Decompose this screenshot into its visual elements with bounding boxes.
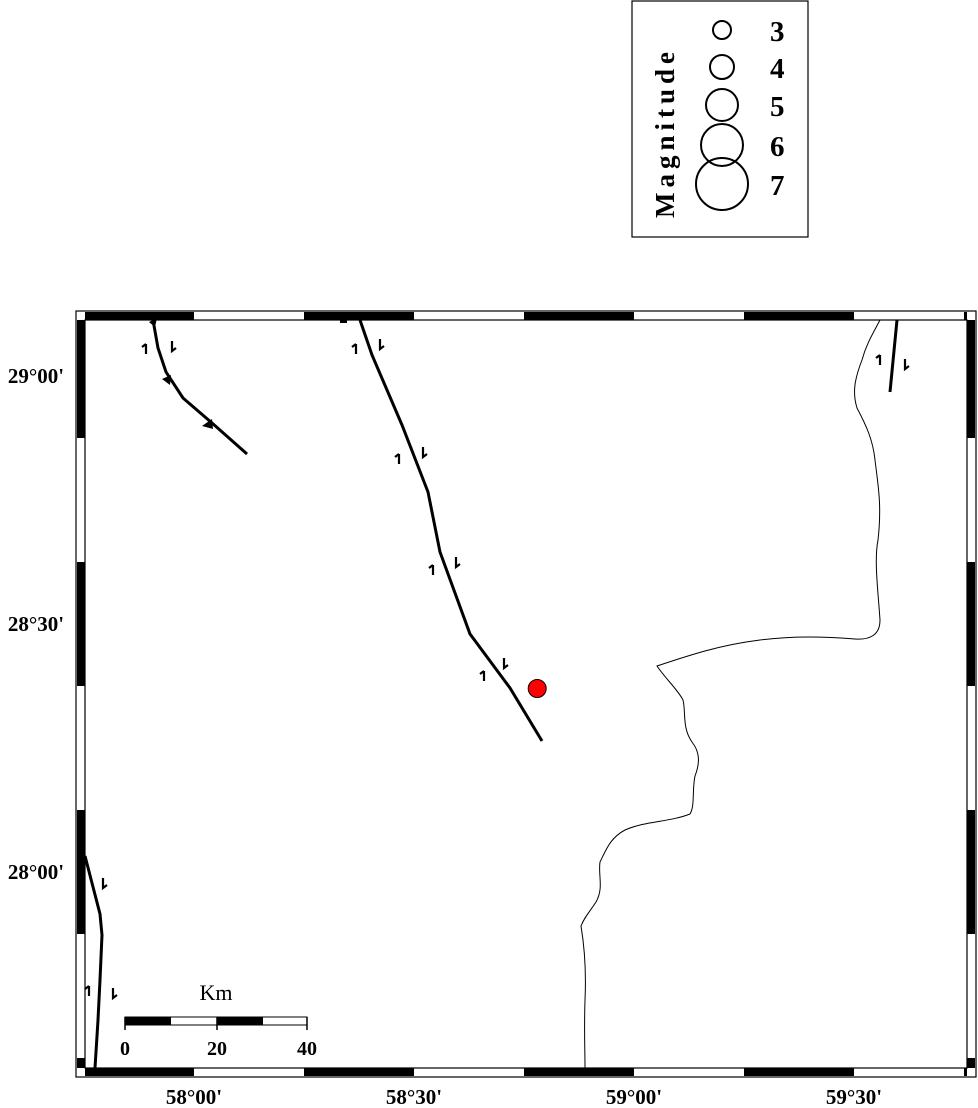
scale-label-20: 20 (207, 1038, 227, 1060)
slip-arrow-icon (101, 878, 108, 891)
frame-tick-band (964, 1068, 967, 1076)
thrust-triangle-icon (202, 419, 213, 429)
slip-arrow-icon (141, 343, 148, 354)
scale-label-40: 40 (297, 1038, 317, 1060)
slip-arrow-icon (479, 670, 486, 681)
map-frame (75, 310, 977, 1078)
fault-southwest (83, 855, 104, 1069)
slip-arrow-icon (351, 343, 358, 354)
legend-label-5: 5 (770, 91, 785, 123)
frame-tick-band (85, 1068, 194, 1076)
legend-circle-5 (705, 88, 739, 122)
slip-arrow-icon (502, 658, 509, 671)
slip-arrow-icon (170, 341, 177, 354)
legend-label-4: 4 (770, 53, 785, 85)
faults (83, 318, 910, 1069)
slip-arrow-icon (378, 339, 385, 352)
slip-arrow-icon (421, 447, 428, 460)
frame-tick-band (524, 312, 634, 320)
frame-tick-band (77, 562, 85, 686)
legend-frame (631, 0, 809, 238)
longitude-label: 58°30' (386, 1085, 442, 1108)
longitude-label: 59°30' (826, 1085, 882, 1108)
scale-bar: Km 0 20 40 (120, 980, 317, 1060)
slip-arrow-icon (875, 354, 882, 365)
frame-tick-band (524, 1068, 634, 1076)
fault-end-marker (340, 318, 347, 323)
fault-northeast (888, 319, 899, 393)
legend-circle-4 (709, 54, 735, 80)
scale-segment (125, 1017, 171, 1025)
longitude-label: 58°00' (166, 1085, 222, 1108)
frame-inner (84, 319, 968, 1069)
frame-tick-band (77, 810, 85, 934)
latitude-labels: 29°00' 28°30' 28°00' (8, 364, 64, 884)
epicenter-marker (527, 678, 547, 698)
legend-circle-7 (695, 157, 749, 211)
slip-arrow-icon (111, 988, 118, 1001)
frame-tick-band (964, 312, 967, 320)
slip-arrow-icon (428, 564, 435, 575)
slip-arrow-icon (84, 985, 91, 996)
latitude-label: 29°00' (8, 364, 64, 388)
scale-unit-label: Km (200, 980, 233, 1005)
legend-title: Magnitude (650, 47, 680, 218)
legend-circle-3 (712, 20, 732, 40)
frame-tick-band (85, 312, 194, 320)
frame-tick-band (967, 1058, 975, 1068)
fault-central (358, 319, 544, 742)
frame-tick-band (304, 312, 414, 320)
slip-arrow-icon (454, 557, 461, 570)
legend-circle-6 (700, 123, 744, 167)
longitude-label: 59°00' (606, 1085, 662, 1108)
frame-tick-band (967, 320, 975, 438)
frame-tick-band (744, 1068, 854, 1076)
legend-label-3: 3 (770, 16, 785, 48)
frame-tick-band (967, 562, 975, 686)
thrust-triangle-icon (162, 375, 171, 385)
magnitude-legend: Magnitude 3 4 5 6 7 (631, 0, 809, 238)
frame-tick-band (744, 312, 854, 320)
frame-tick-band (304, 1068, 414, 1076)
fault-northwest (151, 319, 248, 456)
frame-tick-band (77, 320, 85, 438)
latitude-label: 28°00' (8, 860, 64, 884)
frame-ticks (77, 312, 975, 1076)
frame-tick-band (77, 1058, 85, 1068)
latitude-label: 28°30' (8, 612, 64, 636)
legend-label-7: 7 (770, 170, 785, 202)
frame-outer (75, 310, 977, 1078)
longitude-labels: 58°00' 58°30' 59°00' 59°30' (166, 1085, 882, 1108)
scale-label-0: 0 (120, 1038, 130, 1060)
slip-arrow-icon (394, 453, 401, 464)
province-border (580, 319, 881, 1069)
strike-slip-arrows (84, 339, 910, 1001)
slip-arrow-icon (903, 359, 910, 372)
legend-label-6: 6 (770, 131, 785, 163)
scale-segment (217, 1017, 263, 1025)
frame-tick-band (967, 810, 975, 934)
thrust-triangle-icon (149, 318, 157, 327)
